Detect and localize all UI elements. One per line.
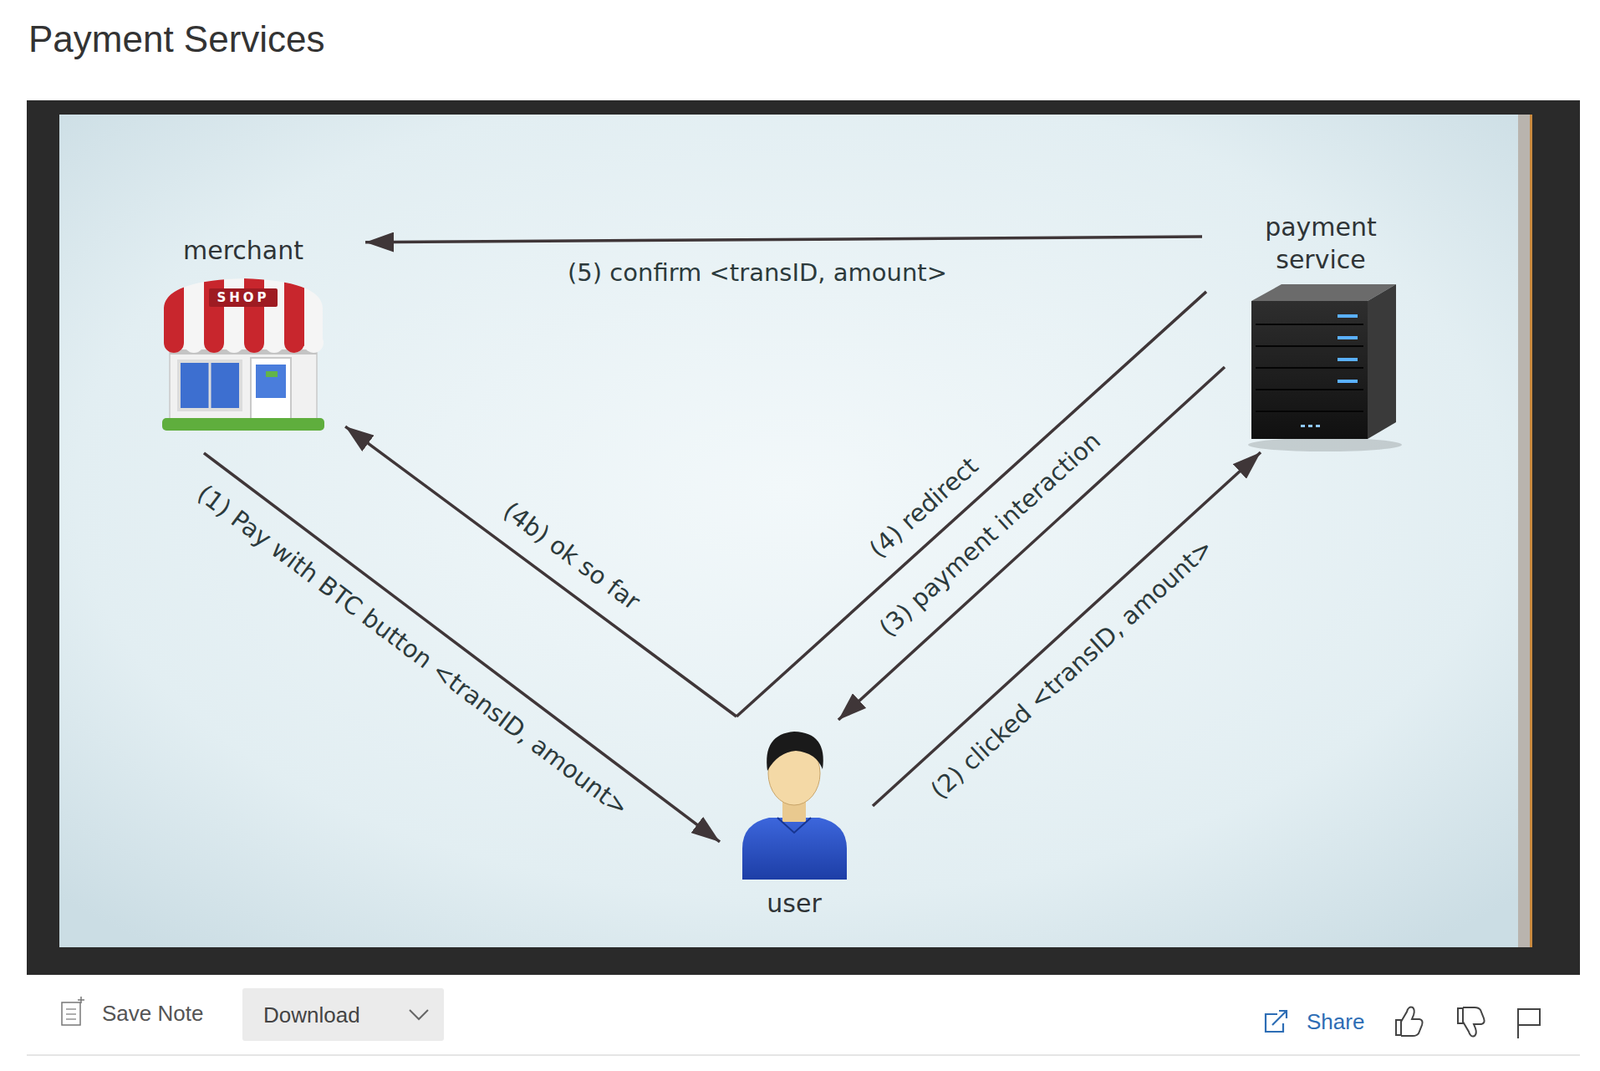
- screen-edge-line: [1529, 114, 1533, 948]
- node-label: payment service: [1245, 210, 1397, 276]
- flow-arrow: [345, 426, 737, 717]
- note-icon-line: [66, 1018, 77, 1020]
- shop-sign: [208, 288, 278, 307]
- thumbs-up-icon: [1396, 1007, 1423, 1036]
- server-shadow: [1248, 438, 1402, 452]
- grass: [162, 417, 325, 431]
- flow-arrow: [365, 236, 1203, 243]
- screen-edge: [1518, 114, 1530, 948]
- shop-door: [250, 357, 291, 423]
- server-light: [1300, 424, 1305, 428]
- awning-stripe: [203, 275, 225, 356]
- flow-arrow: [838, 366, 1225, 720]
- edge-label: (5) confirm <transID, amount>: [567, 258, 948, 287]
- edge-label: (1) Pay with BTC button <transID, amount…: [192, 478, 634, 822]
- node-label: user: [766, 886, 821, 920]
- sign-text: SHOP: [216, 290, 270, 306]
- toolbar-link-text: Share: [1306, 1008, 1365, 1035]
- edge-label: (4) redirect: [863, 451, 984, 564]
- awning-stripe: [244, 275, 265, 356]
- toolbar-button-text: Save Note: [101, 1000, 204, 1027]
- shop-wall: [169, 341, 317, 423]
- node-label: merchant: [183, 234, 304, 267]
- note-icon-line: [66, 1008, 77, 1009]
- server-light: [1308, 424, 1313, 428]
- server-slot: [1255, 388, 1364, 391]
- note-icon-plus: [77, 996, 85, 1004]
- door-glass: [255, 364, 286, 398]
- user-hair: [766, 731, 824, 771]
- note-icon-line: [66, 1013, 77, 1015]
- server-light: [1337, 336, 1358, 340]
- share-icon: [1265, 1010, 1287, 1032]
- icon-node: user: [727, 723, 862, 920]
- flag-icon: [1518, 1008, 1540, 1039]
- door-plaque: [265, 371, 278, 378]
- window-bar: [208, 361, 212, 410]
- server-slot: [1255, 366, 1364, 369]
- flow-arrow: [872, 452, 1261, 806]
- awning: [158, 275, 327, 356]
- shop-icon: [158, 275, 327, 431]
- photo-frame: [26, 100, 1580, 975]
- server-front: [1251, 300, 1368, 439]
- server-slot: [1255, 345, 1364, 347]
- user-body: [742, 817, 847, 880]
- awning-stripe: [284, 275, 305, 356]
- awning-stripe: [158, 275, 327, 356]
- connectors: [203, 236, 1261, 842]
- server-light: [1315, 424, 1320, 428]
- server-light: [1337, 379, 1358, 383]
- edge-label: (2) clicked <transID, amount>: [925, 533, 1219, 805]
- server-slot: [1255, 323, 1364, 326]
- user-collar: [777, 817, 811, 833]
- flow-arrow: [736, 291, 1207, 717]
- server-slot: [1255, 410, 1364, 413]
- thumbs-down-icon: [1457, 1007, 1485, 1036]
- icon-node: merchant: [150, 234, 337, 439]
- awning-stripe: [163, 275, 184, 356]
- server-icon: [1248, 284, 1402, 452]
- download-button: [242, 988, 444, 1041]
- toolbar-button-text: Download: [263, 1002, 361, 1029]
- server-light: [1337, 314, 1358, 318]
- server-side: [1367, 284, 1397, 439]
- edge-label: (4b) ok so far: [498, 496, 647, 617]
- icon-node: payment service: [1237, 210, 1405, 449]
- page-title: Payment Services: [28, 16, 326, 62]
- toolbar: [26, 988, 1580, 1055]
- server-light: [1337, 357, 1358, 362]
- edge-label: (3) payment interaction: [873, 426, 1106, 643]
- user-icon: [742, 731, 847, 880]
- note-icon: [61, 1002, 81, 1025]
- separator: [26, 1054, 1580, 1056]
- dropdown-chevron: [409, 1009, 429, 1020]
- shop-window: [178, 361, 241, 410]
- slide-ground: [59, 114, 1519, 948]
